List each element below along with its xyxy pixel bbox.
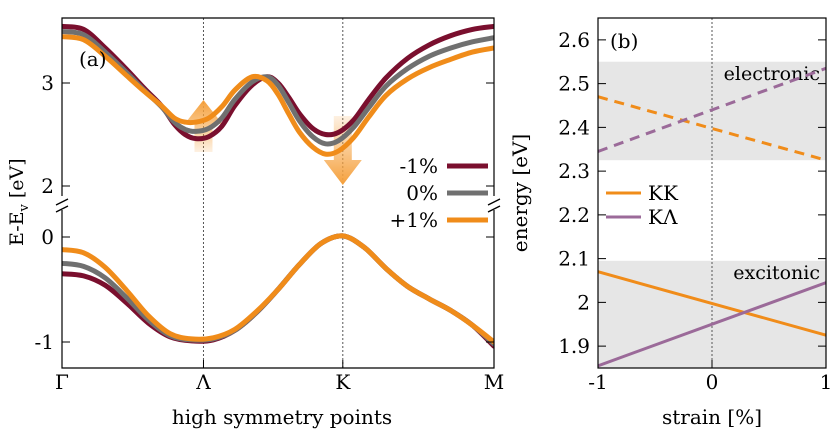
panel-a: 2 3 -1 0Γ Λ K M -1% 0% +1% (a) high symmetry poi…	[6, 17, 505, 429]
b-ytick-label: 2.1	[558, 247, 590, 271]
panel-a-label: (a)	[79, 47, 107, 71]
panel-b-label: (b)	[610, 29, 638, 53]
panel-b: electronic excitonic 1.9 2 2.1 2.2 2.3 2.4 2.5 2…	[508, 17, 830, 429]
a-upper-frame	[61, 17, 495, 196]
b-y-axis-label: energy [eV]	[508, 134, 532, 252]
a-legend-label: +1%	[390, 208, 439, 232]
b-legend-label: KK	[648, 181, 679, 205]
b-ytick-label: 1.9	[558, 334, 590, 358]
b-energy-lines	[598, 66, 826, 368]
a-axis-break-left	[55, 198, 69, 213]
b-xtick-label: 1	[820, 370, 830, 394]
b-ytick-label: 2.3	[558, 159, 590, 183]
b-region-label-excitonic: excitonic	[733, 262, 820, 284]
a-legend: -1% 0% +1%	[390, 154, 488, 232]
b-ytick-label: 2.2	[558, 203, 590, 227]
b-line-electronic-kk	[598, 95, 826, 162]
a-ylabel-sub: v	[17, 203, 32, 212]
a-band-conduction-0pct	[62, 29, 494, 147]
a-valence-bands	[62, 233, 494, 349]
a-y-axis-label: E-Ev [eV]	[6, 158, 32, 246]
a-x-axis-label: high symmetry points	[172, 405, 392, 429]
a-legend-label: 0%	[406, 181, 438, 205]
a-axis-break-right	[487, 198, 501, 213]
a-conduction-bands	[62, 23, 494, 157]
a-ytick-label: 0	[41, 225, 54, 249]
a-lower-frame	[61, 210, 495, 369]
a-legend-label: -1%	[400, 154, 439, 178]
b-line-electronic-klambda	[598, 66, 826, 153]
b-xtick-label: -1	[588, 370, 607, 394]
a-ytick-label: 3	[41, 71, 54, 95]
b-ytick-label: 2.6	[558, 28, 590, 52]
b-x-axis-label: strain [%]	[662, 405, 762, 429]
a-xtick-label: K	[335, 370, 351, 394]
a-xtick-label: Γ	[55, 370, 69, 394]
a-band-conduction-plus1pct	[62, 34, 494, 157]
b-line-excitonic-kk	[598, 270, 826, 337]
b-xtick-label: 0	[706, 370, 719, 394]
a-xtick-label: Λ	[195, 370, 211, 394]
a-ylabel-unit: [eV]	[6, 158, 28, 198]
b-ticks: 1.9 2 2.1 2.2 2.3 2.4 2.5 2.6 -1 0 1	[558, 28, 830, 394]
a-ticks: 2 3 -1 0Γ Λ K M	[35, 71, 505, 394]
b-line-excitonic-klambda	[598, 281, 826, 368]
b-ytick-label: 2.4	[558, 115, 590, 139]
a-ytick-label: 2	[41, 174, 54, 198]
a-band-valence-plus1pct	[62, 233, 494, 345]
svg-text:E-Ev[eV]: E-Ev [eV]	[6, 158, 32, 246]
a-ytick-label: -1	[35, 330, 54, 354]
b-ytick-label: 2	[577, 290, 590, 314]
b-region-label-electronic: electronic	[724, 63, 820, 85]
a-xtick-label: M	[484, 370, 504, 394]
a-symmetry-lines	[202, 18, 344, 368]
b-legend-label: KΛ	[648, 205, 678, 229]
a-axes-frame	[55, 17, 501, 369]
b-ytick-label: 2.5	[558, 72, 590, 96]
a-ylabel-main: E-E	[6, 211, 28, 246]
